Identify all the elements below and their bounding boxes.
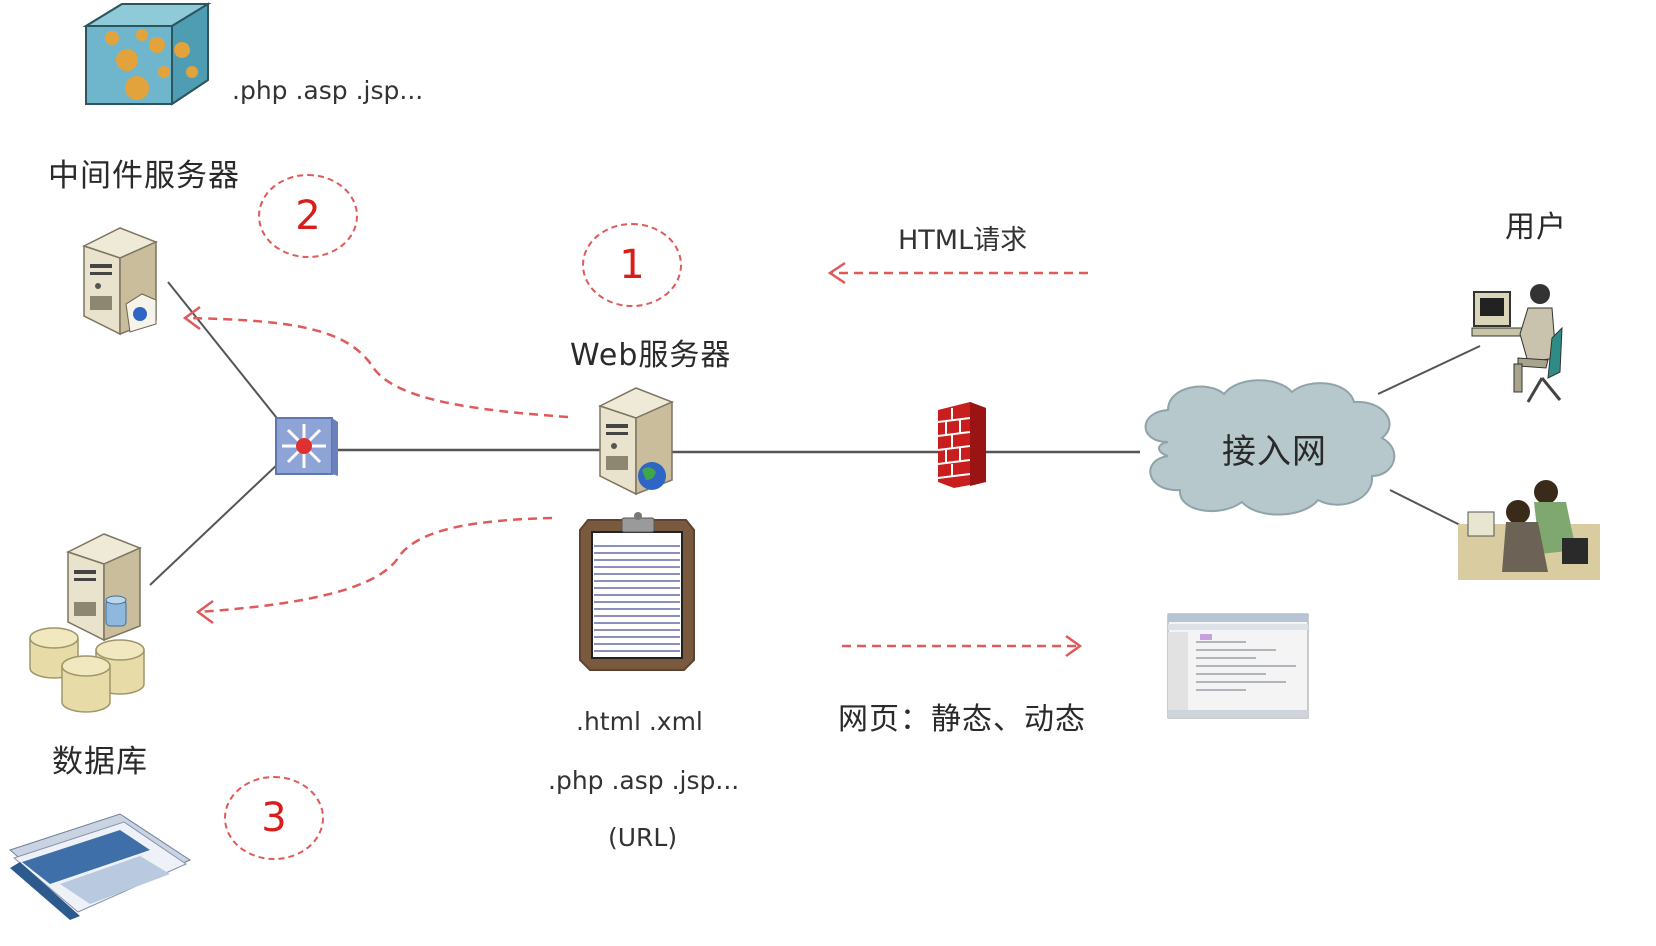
web-server-extensions-1: .html .xml [576,707,703,736]
user-workstation-icon [1471,284,1563,403]
middleware-server-label: 中间件服务器 [48,158,240,194]
users-label: 用户 [1505,210,1567,245]
switch-icon [275,417,338,476]
web-page-response-label: 网页：静态、动态 [838,702,1086,737]
link-cloud-user1 [1377,345,1481,395]
web-page-screenshot-icon [1167,613,1309,719]
middleware-arrow-head [182,305,201,331]
response-arrow-head [1065,634,1083,658]
access-network-label: 接入网 [1222,432,1327,472]
link-cloud-user2 [1389,489,1463,527]
user-group-icon [1458,480,1600,580]
step-badge-2: 2 [258,174,358,258]
web-to-database-arrow [197,516,553,614]
step-badge-1: 1 [582,223,682,307]
middleware-server-icon [82,227,158,336]
database-arrow-head [195,599,214,625]
step-badge-3: 3 [224,776,324,860]
request-arrow-head [827,261,846,285]
middleware-cube-icon [82,2,212,106]
web-server-label: Web服务器 [570,338,732,373]
link-switch-database [149,461,281,586]
middleware-extensions: .php .asp .jsp... [232,76,424,105]
web-server-extensions-2: .php .asp .jsp... [548,766,740,795]
web-pages-icon [8,813,192,920]
firewall-icon [937,402,986,488]
web-server-icon [598,387,674,496]
web-to-middleware-arrow [184,316,569,419]
html-request-label: HTML请求 [898,225,1028,256]
clipboard-icon [579,512,695,671]
database-label: 数据库 [52,744,148,780]
database-icon [29,533,145,713]
web-server-url-note: (URL) [608,823,678,852]
access-network-cloud [1144,379,1396,516]
link-switch-middleware [167,281,281,423]
